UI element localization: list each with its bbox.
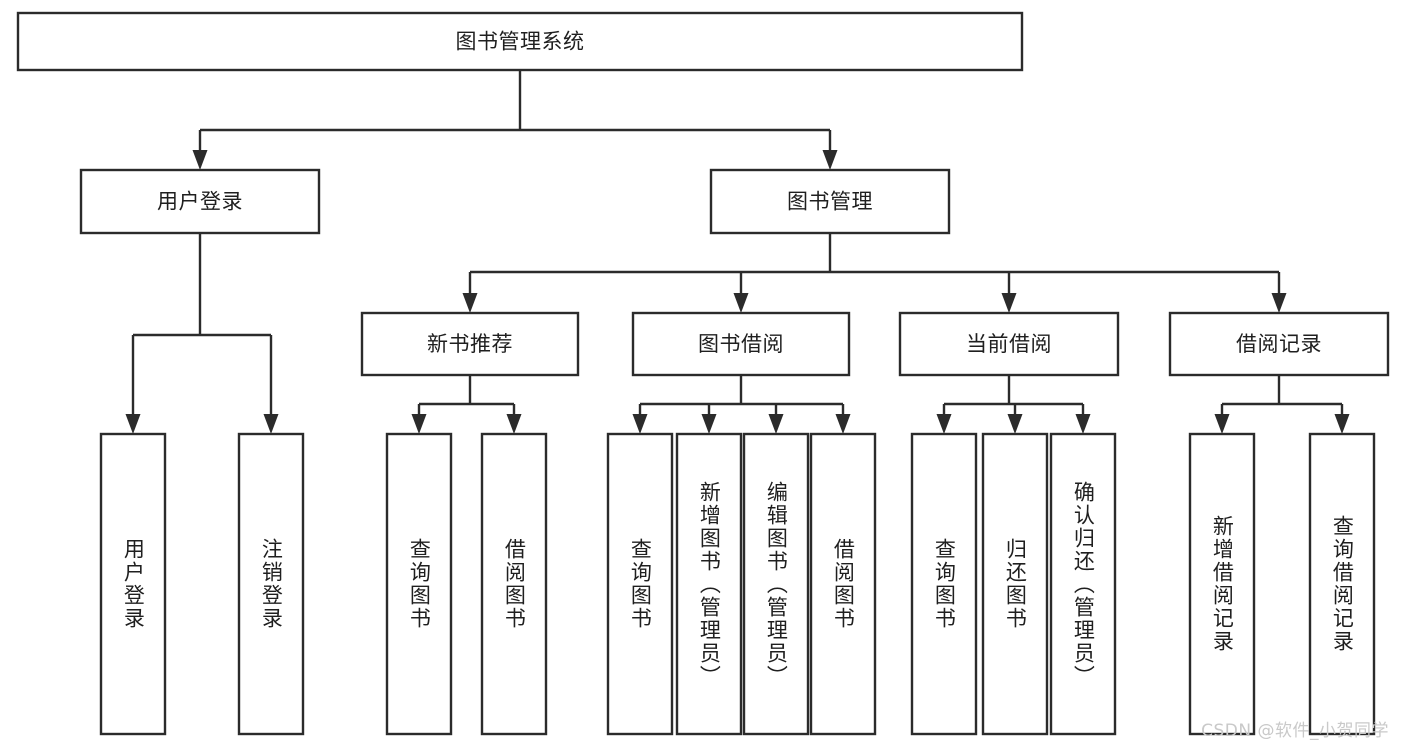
arrow-head-icon — [462, 293, 478, 313]
node-user-login[interactable]: 用户登录 — [79, 168, 321, 235]
connector-current-borrow — [936, 375, 1091, 434]
arrow-head-icon — [1271, 293, 1287, 313]
connector-root — [192, 70, 838, 170]
node-box[interactable] — [910, 432, 978, 736]
node-leaf-logout[interactable] — [237, 432, 305, 736]
node-box[interactable] — [981, 432, 1049, 736]
arrow-head-icon — [733, 293, 749, 313]
node-label: 图书借阅 — [698, 332, 784, 356]
node-box[interactable] — [360, 311, 580, 377]
node-box[interactable] — [742, 432, 810, 736]
csdn-watermark: CSDN @软件_小贺同学 — [1201, 721, 1389, 741]
node-leaf-add-borrow-record[interactable] — [1188, 432, 1256, 736]
node-label: 新书推荐 — [427, 332, 513, 356]
node-label: 用户登录 — [157, 190, 243, 214]
connector-book-manage — [462, 233, 1287, 313]
arrow-head-icon — [936, 414, 952, 434]
node-leaf-return-book[interactable] — [981, 432, 1049, 736]
arrow-head-icon — [125, 414, 141, 434]
node-current-borrow[interactable]: 当前借阅 — [898, 311, 1120, 377]
connector-new-book-recommend — [411, 375, 522, 434]
arrow-head-icon — [632, 414, 648, 434]
connector-borrow-record — [1214, 375, 1350, 434]
arrow-head-icon — [1334, 414, 1350, 434]
arrow-head-icon — [1001, 293, 1017, 313]
node-box[interactable] — [631, 311, 851, 377]
node-root[interactable]: 图书管理系统 — [16, 11, 1024, 72]
node-book-manage[interactable]: 图书管理 — [709, 168, 951, 235]
node-leaf-confirm-return-admin[interactable] — [1049, 432, 1117, 736]
arrow-head-icon — [1214, 414, 1230, 434]
arrow-head-icon — [1007, 414, 1023, 434]
connectors-layer — [125, 70, 1350, 434]
node-box[interactable] — [16, 11, 1024, 72]
node-box[interactable] — [606, 432, 674, 736]
node-leaf-borrow-book[interactable] — [809, 432, 877, 736]
node-box[interactable] — [1308, 432, 1376, 736]
node-box[interactable] — [1049, 432, 1117, 736]
node-leaf-query-borrow-record[interactable] — [1308, 432, 1376, 736]
node-box[interactable] — [99, 432, 167, 736]
arrow-head-icon — [263, 414, 279, 434]
node-leaf-borrow-book-rec[interactable] — [480, 432, 548, 736]
node-box[interactable] — [1168, 311, 1390, 377]
node-box[interactable] — [79, 168, 321, 235]
arrow-head-icon — [411, 414, 427, 434]
node-leaf-add-book-admin[interactable] — [675, 432, 743, 736]
node-borrow-record[interactable]: 借阅记录 — [1168, 311, 1390, 377]
node-label: 当前借阅 — [966, 332, 1052, 356]
node-box[interactable] — [480, 432, 548, 736]
node-box[interactable] — [809, 432, 877, 736]
node-box[interactable] — [898, 311, 1120, 377]
arrow-head-icon — [701, 414, 717, 434]
node-label: 图书管理 — [787, 190, 873, 214]
arrow-head-icon — [192, 150, 208, 170]
node-new-book-recommend[interactable]: 新书推荐 — [360, 311, 580, 377]
node-leaf-user-login[interactable] — [99, 432, 167, 736]
node-book-borrow[interactable]: 图书借阅 — [631, 311, 851, 377]
node-box[interactable] — [237, 432, 305, 736]
node-leaf-query-book-borrow[interactable] — [606, 432, 674, 736]
node-box[interactable] — [675, 432, 743, 736]
node-leaf-query-book-rec[interactable] — [385, 432, 453, 736]
arrow-head-icon — [835, 414, 851, 434]
connector-book-borrow — [632, 375, 851, 434]
arrow-head-icon — [822, 150, 838, 170]
arrow-head-icon — [506, 414, 522, 434]
node-label: 借阅记录 — [1236, 332, 1322, 356]
node-box[interactable] — [1188, 432, 1256, 736]
node-label: 图书管理系统 — [456, 30, 585, 54]
node-box[interactable] — [385, 432, 453, 736]
node-leaf-query-book-current[interactable] — [910, 432, 978, 736]
connector-user-login — [125, 233, 279, 434]
arrow-head-icon — [1075, 414, 1091, 434]
arrow-head-icon — [768, 414, 784, 434]
node-box[interactable] — [709, 168, 951, 235]
node-leaf-edit-book-admin[interactable] — [742, 432, 810, 736]
